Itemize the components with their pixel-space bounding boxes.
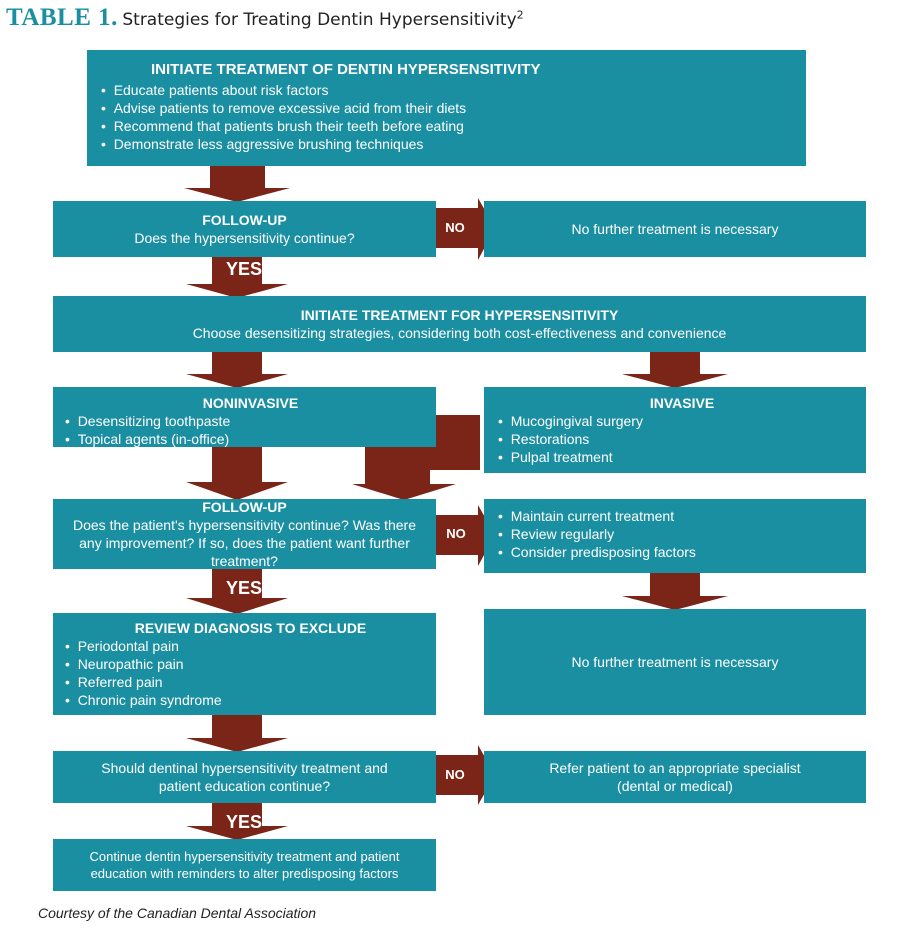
arrow-followup2-yes	[186, 568, 288, 614]
node-invasive-list: Mucogingival surgery Restorations Pulpal…	[498, 412, 866, 466]
node-invasive: INVASIVE Mucogingival surgery Restoratio…	[484, 387, 866, 473]
node-initiate-list: Educate patients about risk factors Advi…	[101, 81, 806, 153]
arrow-should-yes	[186, 802, 288, 840]
arrow-initiate2-noninvasive	[186, 352, 288, 388]
node-maintain-treatment: Maintain current treatment Review regula…	[484, 499, 866, 573]
list-item: Neuropathic pain	[65, 655, 436, 673]
node-review-diagnosis: REVIEW DIAGNOSIS TO EXCLUDE Periodontal …	[53, 613, 436, 715]
credit-line: Courtesy of the Canadian Dental Associat…	[38, 905, 317, 921]
list-item: Desensitizing toothpaste	[65, 412, 436, 430]
node-refer-specialist: Refer patient to an appropriate speciali…	[484, 751, 866, 803]
arrow-followup1-yes	[186, 257, 288, 298]
node-initiate-title: INITIATE TREATMENT OF DENTIN HYPERSENSIT…	[151, 61, 541, 78]
arrow-review-down	[186, 715, 288, 752]
list-item: Pulpal treatment	[498, 448, 866, 466]
node-continue-treatment: Continue dentin hypersensitivity treatme…	[53, 839, 436, 891]
node-no-further-treatment-1: No further treatment is necessary	[484, 201, 866, 257]
table-header: TABLE 1. Strategies for Treating Dentin …	[6, 4, 524, 38]
node-review-title: REVIEW DIAGNOSIS TO EXCLUDE	[134, 620, 367, 636]
arrow-should-no	[423, 745, 495, 805]
list-item: Demonstrate less aggressive brushing tec…	[101, 135, 806, 153]
node-followup-1: FOLLOW-UP Does the hypersensitivity cont…	[53, 201, 436, 257]
arrow-maintain-down	[622, 573, 728, 610]
node-initiate2-title: INITIATE TREATMENT FOR HYPERSENSITIVITY	[300, 307, 619, 323]
node-review-list: Periodontal pain Neuropathic pain Referr…	[65, 637, 436, 709]
node-noninvasive: NONINVASIVE Desensitizing toothpaste Top…	[53, 387, 436, 447]
title-superscript: 2	[516, 8, 524, 22]
list-item: Educate patients about risk factors	[101, 81, 806, 99]
node-noninvasive-title: NONINVASIVE	[202, 395, 299, 411]
arrow-noninvasive-down	[186, 447, 288, 500]
node-followup-1-question: Does the hypersensitivity continue?	[134, 230, 355, 246]
arrow-initiate-down	[184, 165, 290, 202]
arrow-initiate2-invasive	[622, 352, 728, 388]
list-item: Chronic pain syndrome	[65, 691, 436, 709]
node-continue-text: Continue dentin hypersensitivity treatme…	[89, 849, 400, 881]
node-should-question: Should dentinal hypersensitivity treatme…	[101, 760, 388, 794]
list-item: Consider predisposing factors	[498, 543, 866, 561]
node-followup-2-question: Does the patient's hypersensitivity cont…	[73, 517, 416, 569]
node-followup-2: FOLLOW-UP Does the patient's hypersensit…	[53, 499, 436, 569]
node-maintain-list: Maintain current treatment Review regula…	[498, 507, 866, 561]
arrow-followup1-no	[423, 198, 495, 260]
list-item: Maintain current treatment	[498, 507, 866, 525]
list-item: Mucogingival surgery	[498, 412, 866, 430]
list-item: Referred pain	[65, 673, 436, 691]
list-item: Periodontal pain	[65, 637, 436, 655]
node-initiate-treatment: INITIATE TREATMENT OF DENTIN HYPERSENSIT…	[87, 50, 806, 166]
list-item: Recommend that patients brush their teet…	[101, 117, 806, 135]
list-item: Advise patients to remove excessive acid…	[101, 99, 806, 117]
node-followup-2-title: FOLLOW-UP	[202, 499, 287, 515]
node-should-continue: Should dentinal hypersensitivity treatme…	[53, 751, 436, 803]
table-title-text: Strategies for Treating Dentin Hypersens…	[122, 10, 517, 30]
node-noninvasive-list: Desensitizing toothpaste Topical agents …	[65, 412, 436, 448]
node-no-further-treatment-2: No further treatment is necessary	[484, 609, 866, 715]
table-label: TABLE 1.	[6, 4, 118, 31]
node-initiate-hypersensitivity-treatment: INITIATE TREATMENT FOR HYPERSENSITIVITY …	[53, 296, 866, 352]
node-no-further-2-text: No further treatment is necessary	[571, 654, 779, 670]
list-item: Restorations	[498, 430, 866, 448]
node-initiate2-text: Choose desensitizing strategies, conside…	[192, 325, 727, 341]
node-no-further-1-text: No further treatment is necessary	[571, 221, 779, 237]
node-invasive-title: INVASIVE	[649, 395, 715, 411]
arrow-followup2-no	[423, 505, 495, 566]
node-refer-text: Refer patient to an appropriate speciali…	[549, 760, 801, 794]
list-item: Topical agents (in-office)	[65, 430, 436, 448]
list-item: Review regularly	[498, 525, 866, 543]
node-followup-1-title: FOLLOW-UP	[202, 212, 287, 228]
table-title: Strategies for Treating Dentin Hypersens…	[122, 8, 524, 30]
